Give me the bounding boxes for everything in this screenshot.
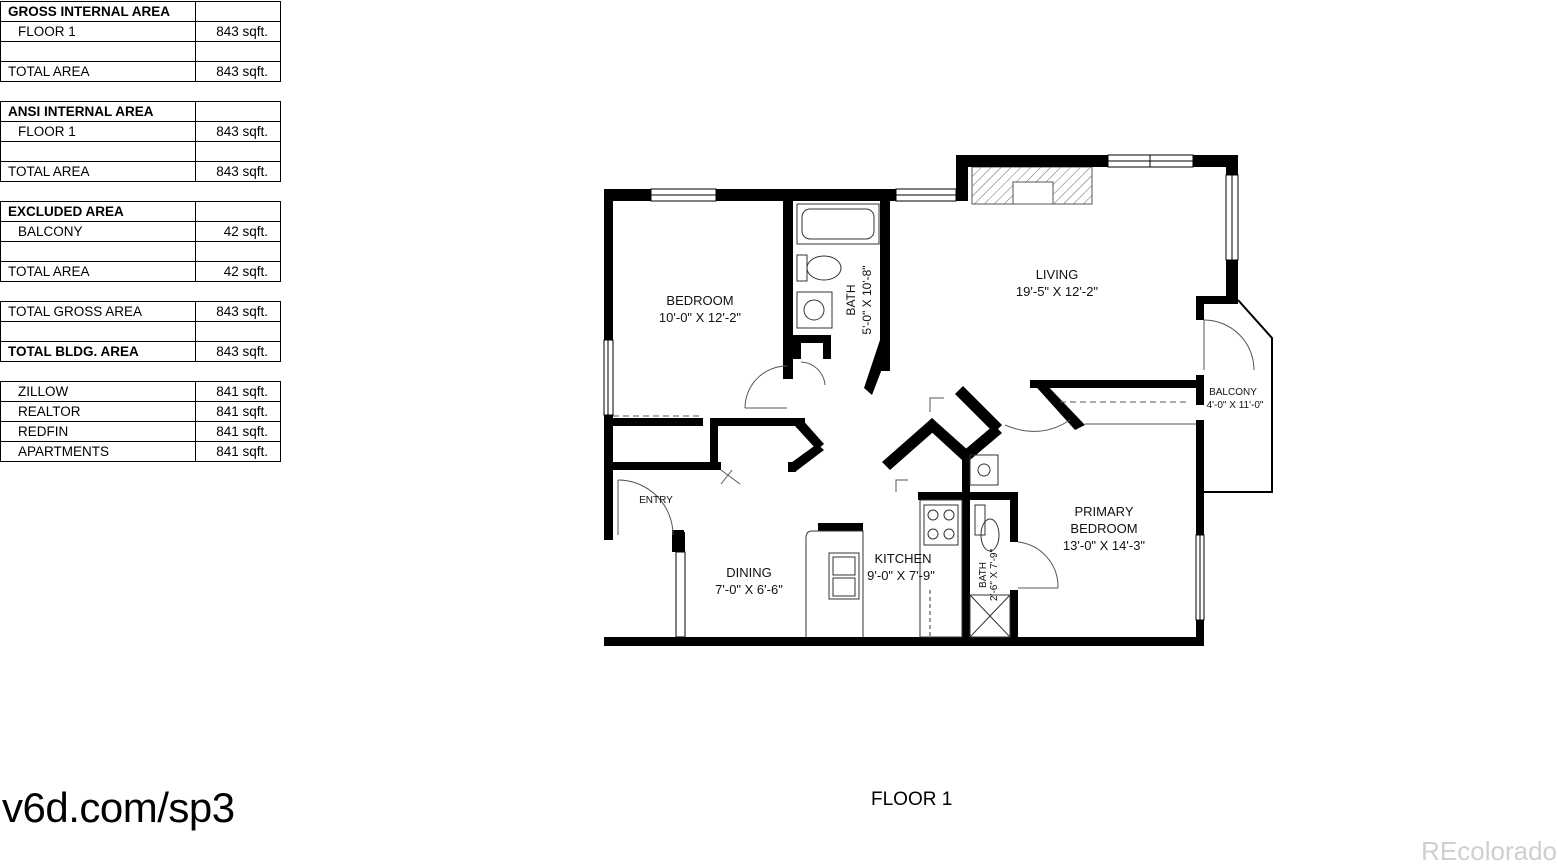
table-row: GROSS INTERNAL AREA xyxy=(0,1,281,22)
room-name: BEDROOM xyxy=(1070,521,1137,536)
table-row: TOTAL AREA 843 sqft. xyxy=(0,161,281,182)
room-name: DINING xyxy=(726,565,772,580)
total-area-table: TOTAL GROSS AREA 843 sqft. TOTAL BLDG. A… xyxy=(0,301,281,362)
table-row: REDFIN 841 sqft. xyxy=(0,421,281,442)
room-name: BALCONY xyxy=(1209,387,1257,398)
interior-walls xyxy=(613,189,1204,646)
table-row: APARTMENTS 841 sqft. xyxy=(0,441,281,462)
room-name: ENTRY xyxy=(639,495,673,506)
tour-url: v6d.com/sp3 xyxy=(2,784,235,831)
room-dims: 13'-0" X 14'-3" xyxy=(1063,538,1146,553)
room-label-entry: ENTRY xyxy=(639,495,673,506)
table-value: 843 sqft. xyxy=(195,341,281,362)
room-dims: 5'-0" X 10'-8" xyxy=(860,265,874,334)
balcony-outline xyxy=(1196,299,1273,493)
bathtub xyxy=(796,203,880,245)
room-label-living: LIVING 19'-5" X 12'-2" xyxy=(1016,267,1099,299)
excluded-area-table: EXCLUDED AREA BALCONY 42 sqft. TOTAL ARE… xyxy=(0,201,281,282)
room-dims: 2'-6" X 7'-9" xyxy=(989,549,1000,602)
room-label-bedroom: BEDROOM 10'-0" X 12'-2" xyxy=(659,293,742,325)
table-value: 843 sqft. xyxy=(195,121,281,142)
listing-sites-table: ZILLOW 841 sqft. REALTOR 841 sqft. REDFI… xyxy=(0,381,281,462)
room-label-dining: DINING 7'-0" X 6'-6" xyxy=(715,565,783,597)
room-dims: 4'-0" X 11'-0" xyxy=(1207,400,1264,411)
watermark: REcolorado xyxy=(1421,836,1557,866)
room-label-balcony: BALCONY 4'-0" X 11'-0" xyxy=(1207,387,1264,411)
table-value: 843 sqft. xyxy=(195,61,281,82)
room-name: PRIMARY xyxy=(1075,504,1134,519)
room-label-bath-2: BATH 2'-6" X 7'-9" xyxy=(978,549,1000,602)
table-label: ANSI INTERNAL AREA xyxy=(0,101,196,122)
room-dims: 10'-0" X 12'-2" xyxy=(659,310,742,325)
fireplace xyxy=(971,166,1093,205)
table-value: 841 sqft. xyxy=(195,401,281,422)
table-value: 841 sqft. xyxy=(195,381,281,402)
table-row: FLOOR 1 843 sqft. xyxy=(0,21,281,42)
table-label: TOTAL BLDG. AREA xyxy=(0,341,196,362)
table-row: TOTAL AREA 42 sqft. xyxy=(0,261,281,282)
table-row: REALTOR 841 sqft. xyxy=(0,401,281,422)
table-row xyxy=(0,41,281,62)
table-label: APARTMENTS xyxy=(0,441,196,462)
gross-internal-area-table: GROSS INTERNAL AREA FLOOR 1 843 sqft. TO… xyxy=(0,1,281,82)
room-dims: 9'-0" X 7'-9" xyxy=(867,568,935,583)
table-value: 841 sqft. xyxy=(195,441,281,462)
table-label: TOTAL AREA xyxy=(0,161,196,182)
door-swings xyxy=(613,319,1255,589)
table-row: TOTAL AREA 843 sqft. xyxy=(0,61,281,82)
room-dims: 7'-0" X 6'-6" xyxy=(715,582,783,597)
room-name: KITCHEN xyxy=(874,551,931,566)
table-row: BALCONY 42 sqft. xyxy=(0,221,281,242)
table-label: TOTAL AREA xyxy=(0,261,196,282)
table-row: TOTAL BLDG. AREA 843 sqft. xyxy=(0,341,281,362)
table-value: 843 sqft. xyxy=(195,301,281,322)
windows xyxy=(603,154,1239,638)
table-value: 42 sqft. xyxy=(195,261,281,282)
table-row xyxy=(0,141,281,162)
kitchen-fixtures xyxy=(805,499,1011,638)
room-name: BATH xyxy=(844,284,858,315)
room-dims: 19'-5" X 12'-2" xyxy=(1016,284,1099,299)
room-name: LIVING xyxy=(1036,267,1079,282)
room-name: BATH xyxy=(978,562,989,588)
room-label-primary-bedroom: PRIMARY BEDROOM 13'-0" X 14'-3" xyxy=(1063,504,1146,553)
room-label-kitchen: KITCHEN 9'-0" X 7'-9" xyxy=(867,551,935,583)
table-label: TOTAL AREA xyxy=(0,61,196,82)
toilet xyxy=(796,254,1000,552)
table-value: 843 sqft. xyxy=(195,161,281,182)
table-row xyxy=(0,241,281,262)
floor-caption: FLOOR 1 xyxy=(871,789,953,810)
room-label-bath: BATH 5'-0" X 10'-8" xyxy=(844,265,874,334)
ansi-internal-area-table: ANSI INTERNAL AREA FLOOR 1 843 sqft. TOT… xyxy=(0,101,281,182)
table-row xyxy=(0,321,281,342)
room-name: BEDROOM xyxy=(666,293,733,308)
